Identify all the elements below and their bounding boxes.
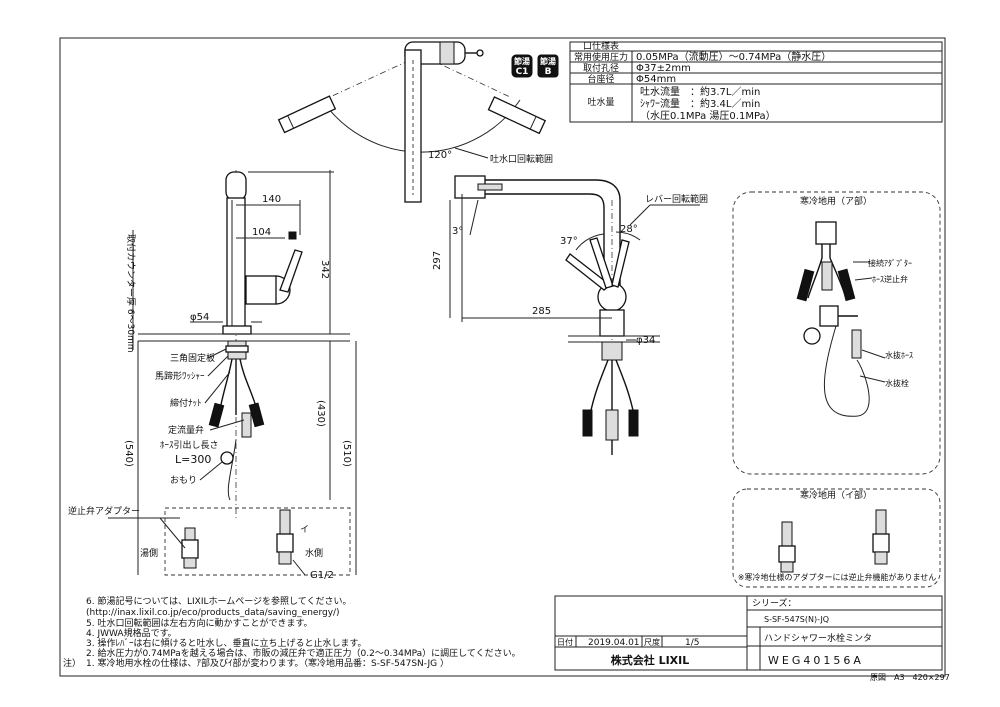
- spec-flow-line-1: 吐水流量 ：約3.7L／min: [640, 85, 760, 98]
- front-view: 140 104 342 φ54 取付カウンター厚 6～30mm (430) (5…: [123, 170, 357, 575]
- note-6: 6. 節湯記号については、LIXILホームページを参照してください。: [86, 595, 352, 607]
- model-number: S-SF-547S(N)-JQ: [764, 615, 829, 624]
- scale-label: 尺度: [644, 637, 660, 647]
- spec-table: 口仕様表 常用使用圧力 0.05MPa（流動圧）～0.74MPa（静水圧） 取付…: [569, 40, 943, 123]
- spec-flow-line-3: （水圧0.1MPa 湯圧0.1MPa）: [640, 109, 776, 122]
- note-4: 4. JWWA規格品です。: [86, 627, 177, 639]
- spec-label-flow: 吐水量: [587, 96, 614, 108]
- callout-omori: おもり: [170, 475, 197, 486]
- spec-value-hole: Φ37±2mm: [636, 63, 691, 74]
- dim-37deg: 37°: [560, 236, 578, 247]
- company-name: 株式会社 LIXIL: [611, 653, 690, 667]
- callout-hose-len: ﾎｰｽ引出し長さ: [160, 439, 219, 451]
- saving-badge-b: 節湯 B: [537, 54, 559, 78]
- svg-text:B: B: [545, 67, 552, 77]
- side-view: 297 285 φ34 3° 37° 28° レバー回転範囲: [432, 175, 708, 455]
- dim-120: 120°: [428, 150, 452, 161]
- dim-104: 104: [252, 227, 271, 238]
- spec-label-pressure: 常用使用圧力: [574, 51, 628, 63]
- dim-297: 297: [432, 251, 443, 270]
- scale-value: 1/5: [685, 638, 699, 648]
- drawing-number: WEG40156A: [768, 654, 864, 667]
- label-i-mark: イ: [300, 525, 309, 535]
- dim-540: (540): [123, 440, 134, 467]
- saving-badge-c1: 節湯 C1: [511, 54, 533, 78]
- label-mizugawa: 水側: [305, 547, 323, 559]
- dim-28deg: 28°: [620, 224, 638, 235]
- product-name: ハンドシャワー水栓ミンタ: [764, 632, 872, 644]
- series-label: シリーズ：: [752, 597, 797, 609]
- dim-430: (430): [315, 400, 326, 427]
- spec-value-base: Φ54mm: [636, 74, 676, 85]
- spec-title: 口仕様表: [583, 40, 619, 52]
- note-5: 5. 吐水口回転範囲は左右方向に動かすことができます。: [86, 617, 313, 629]
- callout-teiryu: 定流量弁: [168, 424, 204, 436]
- date-value: 2019.04.01: [588, 638, 640, 648]
- dim-140: 140: [262, 194, 281, 205]
- label-yugawa: 湯側: [140, 547, 158, 559]
- label-g12: G1/2: [310, 570, 334, 581]
- dim-285: 285: [532, 306, 551, 317]
- callout-L300: L=300: [175, 453, 211, 466]
- dim-510: (510): [341, 440, 352, 467]
- notes-block: 6. 節湯記号については、LIXILホームページを参照してください。 (http…: [63, 595, 521, 669]
- dim-counter: 取付カウンター厚 6～30mm: [125, 234, 136, 353]
- cold-i-note: ※寒冷地仕様のアダプターには逆止弁機能がありません: [738, 572, 936, 582]
- dim-342: 342: [319, 260, 330, 279]
- callout-sankaku: 三角固定板: [170, 352, 215, 364]
- cold-i-title: 寒冷地用（イ部）: [800, 489, 872, 501]
- cold-a-adapter: 接続ｱﾀﾞﾌﾟﾀｰ: [868, 258, 912, 268]
- original-size: A3 420×297: [894, 673, 950, 682]
- date-label: 日付: [557, 637, 573, 647]
- svg-text:C1: C1: [516, 67, 529, 77]
- cold-a-drain-plug: 水抜栓: [885, 378, 909, 388]
- spec-flow-line-2: ｼｬﾜｰ流量 ：約3.4L／min: [640, 97, 760, 110]
- svg-text:節湯: 節湯: [540, 56, 556, 66]
- spec-label-hole: 取付孔径: [583, 62, 619, 74]
- callout-bateikei: 馬蹄形ﾜｯｼｬｰ: [155, 370, 205, 382]
- supply-connections: 逆止弁アダプター 湯側 水側 G1/2 イ: [68, 505, 351, 581]
- top-view-rotation: 120° 吐水口回転範囲: [277, 41, 553, 203]
- cold-a-drain-hose: 水抜ﾎｰｽ: [885, 350, 913, 360]
- notes-prefix: 注）: [63, 657, 81, 669]
- dim-phi54: φ54: [190, 312, 209, 323]
- original-label: 原図: [870, 673, 886, 682]
- dim-phi34: φ34: [636, 335, 655, 346]
- note-2: 2. 給水圧力が0.74MPaを越える場合は、市販の減圧弁で適正圧力（0.2～0…: [86, 647, 521, 659]
- cold-area-a: 寒冷地用（ア部） 接続ｱﾀﾞﾌﾟﾀｰ ﾎｰｽ逆止弁 水抜ﾎｰｽ 水抜栓: [732, 191, 941, 475]
- dim-3deg: 3°: [452, 226, 463, 237]
- cold-a-title: 寒冷地用（ア部）: [800, 195, 872, 207]
- spec-value-pressure: 0.05MPa（流動圧）～0.74MPa（静水圧）: [636, 50, 831, 63]
- spec-label-base: 台座径: [587, 73, 614, 85]
- note-1: 1. 寒冷地用水栓の仕様は、ｱ部及びｲ部が変わります。（寒冷地用品番：S-SF-…: [86, 657, 449, 669]
- callout-shimetsuke: 締付ﾅｯﾄ: [170, 397, 202, 409]
- sheet-frame: [59, 37, 946, 677]
- cold-area-i: 寒冷地用（イ部） ※寒冷地仕様のアダプターには逆止弁機能がありません: [732, 488, 941, 588]
- callout-gyakushi: 逆止弁アダプター: [68, 505, 140, 517]
- cold-a-check: ﾎｰｽ逆止弁: [872, 274, 908, 284]
- svg-text:節湯: 節湯: [514, 56, 530, 66]
- title-block: シリーズ： S-SF-547S(N)-JQ ハンドシャワー水栓ミンタ 日付 20…: [554, 595, 950, 682]
- note-3: 3. 操作ﾚﾊﾞｰは右に傾けると吐水し、垂直に立ち上げると止水します。: [86, 637, 367, 649]
- callout-lever-range: レバー回転範囲: [645, 193, 708, 205]
- note-6-url: (http://inax.lixil.co.jp/eco/products_da…: [86, 608, 340, 618]
- callout-spout-range: 吐水口回転範囲: [490, 153, 553, 165]
